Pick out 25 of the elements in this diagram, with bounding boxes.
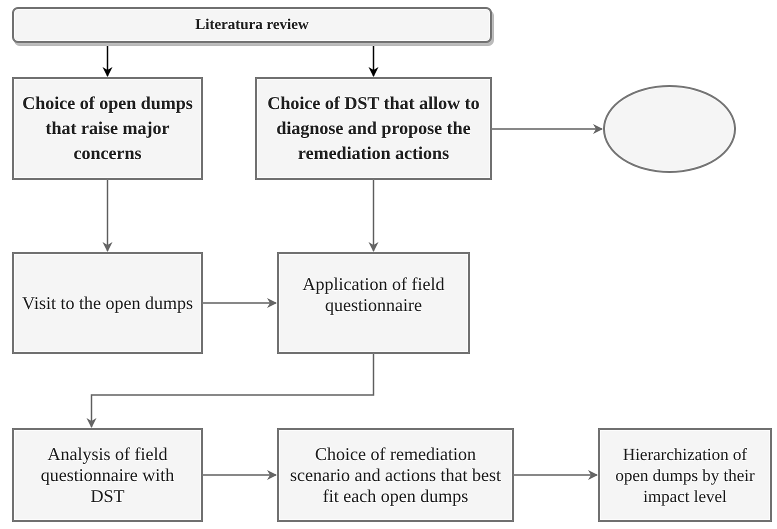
node-text: Visit to the open dumps — [22, 292, 193, 315]
node-text: Application of field questionnaire — [302, 274, 446, 316]
node-text: Choice of remediation scenario and actions that best fit each open dumps — [289, 444, 502, 506]
arrow — [203, 470, 277, 480]
title-bar — [12, 7, 492, 43]
arrow — [368, 180, 378, 252]
arrow — [514, 470, 598, 480]
node-text: Choice of open dumps that raise major concerns — [22, 92, 193, 165]
process-box — [12, 428, 203, 522]
arrow — [492, 124, 603, 134]
process-box — [255, 77, 492, 180]
process-box — [277, 428, 514, 522]
node-text: Literatura review — [195, 16, 309, 35]
process-box — [12, 77, 203, 180]
node-text: Analysis of field questionnaire with DST — [40, 444, 176, 506]
node-text: Choice of DST that allow to diagnose and propose the remediation actions — [266, 92, 481, 165]
arrow — [102, 180, 112, 252]
arrow — [102, 43, 112, 77]
arrow — [368, 43, 378, 77]
process-box — [598, 428, 772, 522]
arrow — [203, 298, 277, 308]
process-box — [12, 252, 203, 354]
node-text: Hierarchization of open dumps by their impact level — [614, 444, 756, 506]
process-box — [277, 252, 470, 354]
arrow — [86, 354, 374, 428]
